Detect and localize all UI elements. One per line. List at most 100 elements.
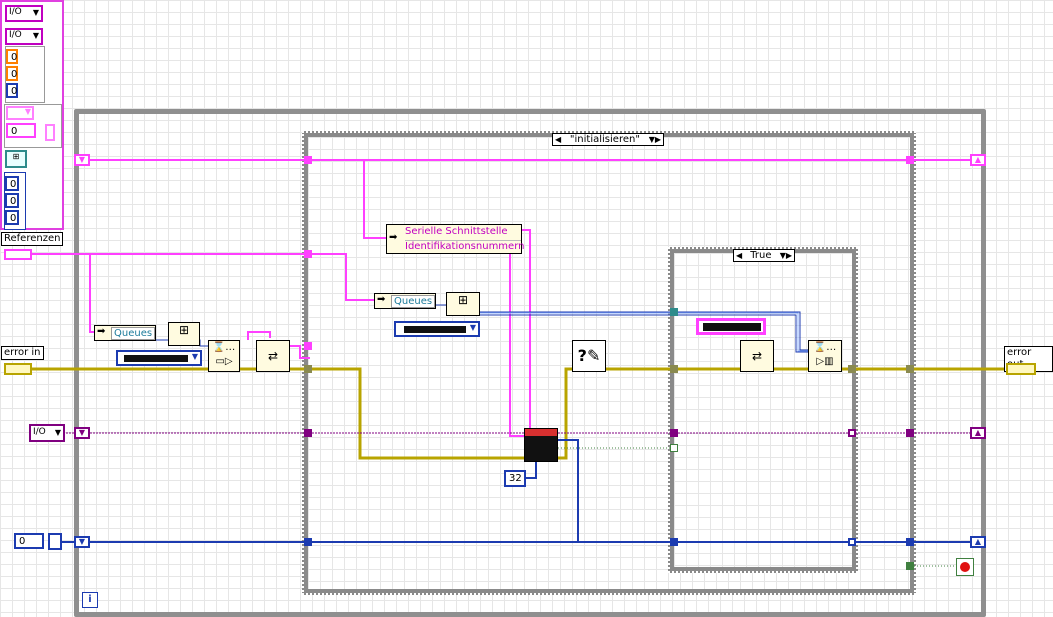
enum-control-2[interactable]: I/O ▼ [5, 28, 43, 45]
arrow-icon: ➡ [389, 232, 398, 243]
tunnel[interactable] [670, 429, 678, 437]
tunnel[interactable] [906, 429, 914, 437]
tunnel[interactable] [304, 429, 312, 437]
wire-pink-queues-left [89, 254, 96, 333]
num-blue-2[interactable]: 0 [5, 176, 19, 191]
enum-icon: I/O [9, 30, 22, 40]
wire-pink-dequeue [288, 345, 310, 359]
num-blue-1[interactable]: 0 [6, 83, 18, 98]
decrement-icon[interactable]: ◀ [555, 135, 562, 144]
tunnel[interactable] [304, 365, 312, 373]
const-32[interactable]: 32 [504, 470, 526, 487]
enum-icon: I/O [9, 7, 22, 17]
tunnel[interactable] [304, 250, 312, 258]
dropdown-icon[interactable]: ▼ [191, 352, 198, 361]
dropdown-icon[interactable]: ▼ [469, 323, 476, 332]
wire-pink-dequeue2 [247, 331, 271, 340]
wire-error-case [288, 367, 526, 460]
referenzen-terminal[interactable] [4, 249, 32, 260]
error-out-terminal[interactable] [1006, 363, 1036, 375]
blackout-control-mid[interactable]: ▼ [394, 321, 480, 337]
release-queue-node[interactable]: ⇄ [256, 340, 290, 372]
shift-register-left-3[interactable]: ▼ [74, 536, 90, 548]
queues-unbundle-mid[interactable]: ➡ Queues [374, 293, 436, 309]
shift-register-right-1[interactable]: ▲ [970, 154, 986, 166]
arrow-icon: ➡ [97, 326, 106, 337]
wire-blue-const [524, 462, 537, 479]
case-structure-inner[interactable] [668, 247, 858, 573]
queues-label: Queues [111, 327, 156, 340]
while-loop[interactable] [74, 109, 986, 617]
error-in-terminal[interactable] [4, 363, 32, 375]
blackout-indicator [696, 318, 766, 335]
array-index-mid[interactable]: ⊞ [446, 292, 480, 316]
num-blue-control[interactable]: 0 [14, 533, 44, 549]
tunnel[interactable] [304, 538, 312, 546]
tunnel[interactable] [304, 156, 312, 164]
case-selector-outer[interactable]: ◀ "initialisieren" ▼▶ [552, 133, 664, 146]
dequeue-node[interactable]: ⌛…▭▷ [208, 340, 240, 372]
tunnel[interactable] [670, 444, 678, 452]
visa-node[interactable] [524, 428, 558, 462]
enum-control-3[interactable]: I/O ▼ [29, 424, 65, 442]
obtain-queue-node[interactable]: ⇄ [740, 340, 774, 372]
num-blue-4[interactable]: 0 [5, 210, 19, 225]
tunnel[interactable] [304, 342, 312, 350]
blackout-control-left[interactable]: ▼ [116, 350, 202, 366]
serial-line1: Serielle Schnittstelle [405, 226, 508, 237]
wire-pink-serial-out [520, 229, 531, 437]
tunnel[interactable] [848, 538, 856, 546]
stop-icon [960, 562, 970, 572]
shift-register-left-2[interactable]: ▼ [74, 427, 90, 439]
blue-rect [48, 533, 62, 550]
teal-icon[interactable]: ⊞ [5, 150, 27, 168]
wire-pink-serial-out2 [509, 254, 526, 437]
case-selector-inner-label: True [750, 250, 772, 261]
dropdown-icon[interactable]: ▼ [32, 8, 39, 17]
tunnel[interactable] [670, 538, 678, 546]
shift-register-left-1[interactable]: ▼ [74, 154, 90, 166]
dropdown-icon[interactable]: ▼ [32, 31, 39, 40]
num-blue-3[interactable]: 0 [5, 193, 19, 208]
tunnel[interactable] [848, 365, 856, 373]
serial-line2: Identifikationsnummern [405, 240, 525, 252]
ring-control[interactable]: ▼ [6, 106, 34, 120]
case-selector-inner[interactable]: ◀ True ▼▶ [733, 249, 795, 262]
enum-control-1[interactable]: I/O ▼ [5, 5, 43, 22]
tunnel[interactable] [906, 562, 914, 570]
shift-register-right-3[interactable]: ▲ [970, 536, 986, 548]
stop-terminal[interactable] [956, 558, 974, 576]
num-orange-1[interactable]: 0 [6, 49, 18, 64]
wire-pink-serial [363, 160, 388, 239]
dropdown-icon[interactable]: ▼ [24, 107, 31, 116]
decrement-icon[interactable]: ◀ [736, 251, 743, 260]
iteration-terminal: i [82, 592, 98, 608]
array-index-left[interactable]: ⊞ [168, 322, 200, 346]
tunnel[interactable] [906, 538, 914, 546]
queues-label-mid: Queues [391, 295, 436, 308]
label-referenzen: Referenzen [1, 232, 64, 246]
num-pink[interactable]: 0 [6, 123, 36, 138]
shift-register-right-2[interactable]: ▲ [970, 427, 986, 439]
arrow-icon: ➡ [377, 294, 386, 305]
dropdown-icon[interactable]: ▼▶ [648, 135, 661, 144]
num-orange-2[interactable]: 0 [6, 66, 18, 81]
wire-queue-mid-out2 [480, 314, 810, 353]
wire-pink-queues-mid [308, 253, 376, 301]
clear-errors-icon[interactable]: ?✎ [572, 340, 606, 372]
tunnel[interactable] [670, 365, 678, 373]
case-selector-label: "initialisieren" [569, 134, 640, 145]
wire-error-right [556, 367, 742, 460]
tunnel[interactable] [670, 308, 678, 316]
dropdown-icon[interactable]: ▼ [54, 428, 61, 437]
serial-interface-node[interactable]: ➡ Serielle Schnittstelle Identifikations… [386, 224, 525, 254]
tunnel[interactable] [906, 156, 914, 164]
wire-queue-mid-out [480, 311, 810, 351]
queues-unbundle-left[interactable]: ➡ Queues [94, 325, 156, 341]
enum-icon: I/O [33, 427, 46, 437]
enqueue-node[interactable]: ⌛…▷▥ [808, 340, 842, 372]
dropdown-icon[interactable]: ▼▶ [779, 251, 792, 260]
tunnel[interactable] [848, 429, 856, 437]
tunnel[interactable] [906, 365, 914, 373]
